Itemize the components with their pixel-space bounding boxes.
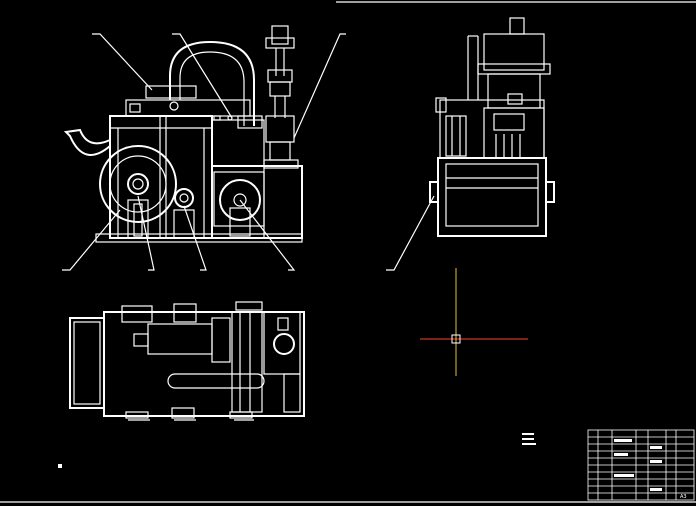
callout-leaders — [62, 33, 435, 271]
front-view[interactable] — [63, 25, 303, 243]
cursor-dot — [58, 464, 62, 468]
sheet-size-label: A3 — [680, 494, 687, 500]
ucs-icon — [522, 433, 536, 445]
top-view[interactable] — [69, 301, 305, 421]
title-block: A3 — [587, 429, 695, 501]
side-view[interactable] — [429, 17, 555, 237]
crosshair-cursor[interactable] — [420, 268, 528, 376]
